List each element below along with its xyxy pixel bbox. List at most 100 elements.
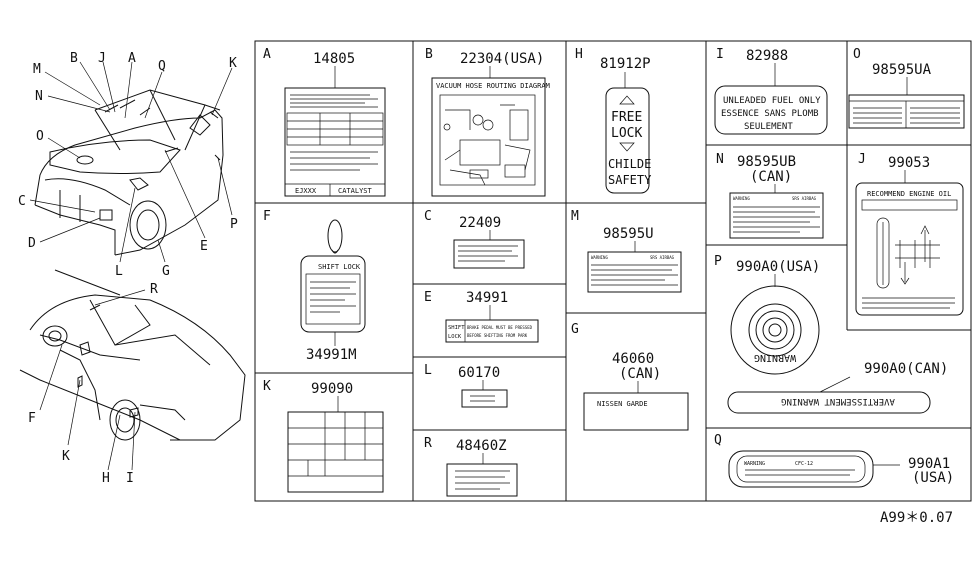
callout-H: H [102, 471, 110, 486]
callout-M: M [33, 62, 41, 77]
svg-text:81912P: 81912P [600, 56, 651, 72]
svg-text:22409: 22409 [459, 215, 501, 231]
svg-text:CFC-12: CFC-12 [795, 461, 813, 467]
svg-text:(USA): (USA) [912, 470, 954, 486]
svg-text:I: I [716, 47, 724, 62]
svg-text:990A0(USA): 990A0(USA) [736, 259, 820, 275]
svg-text:F: F [263, 209, 271, 224]
svg-text:G: G [571, 322, 579, 337]
svg-text:WARNING: WARNING [744, 461, 765, 467]
svg-text:LOCK: LOCK [448, 334, 462, 340]
svg-text:CHILDE: CHILDE [608, 157, 651, 171]
svg-text:SRS AIRBAG: SRS AIRBAG [650, 255, 675, 260]
svg-text:98595U: 98595U [603, 226, 654, 242]
callout-A: A [128, 51, 136, 66]
figure-code: A99＊0.07 [880, 510, 953, 526]
svg-text:46060: 46060 [612, 351, 654, 367]
callout-B: B [70, 51, 78, 66]
svg-text:48460Z: 48460Z [456, 438, 507, 454]
label-J: J 99053 RECOMMEND ENGINE OIL [855, 152, 964, 316]
label-C: C 22409 [424, 209, 525, 269]
svg-text:B: B [425, 47, 433, 62]
svg-text:AVERTISSEMENT WARNING: AVERTISSEMENT WARNING [781, 396, 895, 406]
label-B: B 22304(USA) VACUUM HOSE ROUTING DIAGRAM [425, 47, 550, 197]
callout-J: J [98, 51, 106, 66]
svg-text:BEFORE SHIFTING FROM PARK: BEFORE SHIFTING FROM PARK [467, 333, 528, 338]
label-N: N 98595UB (CAN) WARNING SRS AIRBAG [716, 152, 824, 239]
svg-text:82988: 82988 [746, 48, 788, 64]
svg-text:34991M: 34991M [306, 347, 357, 363]
callout-C: C [18, 194, 26, 209]
svg-text:A: A [263, 47, 271, 62]
svg-text:99053: 99053 [888, 155, 930, 171]
svg-text:RECOMMEND ENGINE OIL: RECOMMEND ENGINE OIL [867, 190, 951, 198]
car-illustration-rear [19, 269, 246, 441]
label-O: O 98595UA [848, 47, 965, 129]
callout-P: P [230, 217, 238, 232]
svg-text:98595UA: 98595UA [872, 62, 932, 78]
callout-leaders-rear [39, 289, 146, 471]
svg-text:34991: 34991 [466, 290, 508, 306]
callout-R: R [150, 282, 158, 297]
label-grid [254, 40, 972, 502]
svg-text:99090: 99090 [311, 381, 353, 397]
svg-text:SHIFT LOCK: SHIFT LOCK [318, 263, 361, 271]
svg-text:P: P [714, 254, 722, 269]
svg-text:ESSENCE SANS PLOMB: ESSENCE SANS PLOMB [721, 109, 819, 119]
svg-text:EJXXX: EJXXX [295, 187, 317, 195]
svg-text:O: O [853, 47, 861, 62]
svg-text:FREE: FREE [611, 110, 642, 125]
svg-text:WARNING: WARNING [591, 255, 608, 260]
svg-text:K: K [263, 379, 271, 394]
callout-K: K [229, 56, 237, 71]
callout-F: F [28, 411, 36, 426]
label-G: G 46060 (CAN) NISSEN GARDE [571, 322, 689, 431]
callout-I: I [126, 471, 134, 486]
label-R: R 48460Z [424, 436, 518, 497]
label-A: A 14805 EJXXX CATALYST [263, 47, 386, 197]
car-illustration-front [34, 89, 224, 256]
svg-text:Q: Q [714, 433, 722, 448]
svg-text:H: H [575, 47, 583, 62]
svg-text:(CAN): (CAN) [750, 169, 792, 185]
callout-D: D [28, 236, 36, 251]
svg-text:SEULEMENT: SEULEMENT [744, 122, 793, 132]
label-I: I 82988 UNLEADED FUEL ONLY ESSENCE SANS … [714, 47, 828, 135]
svg-text:BRAKE PEDAL MUST BE PRESSED: BRAKE PEDAL MUST BE PRESSED [467, 325, 533, 330]
svg-text:N: N [716, 152, 724, 167]
callout-L: L [115, 264, 123, 279]
label-P: P 990A0(USA) WARNING 990A0(CAN) AVERTISS… [714, 254, 948, 414]
label-L: L 60170 [424, 363, 508, 408]
svg-text:WARNING: WARNING [754, 352, 796, 363]
label-F: F SHIFT LOCK 34991M [263, 209, 366, 363]
callout-N: N [35, 89, 43, 104]
callout-K-rear: K [62, 449, 70, 464]
svg-text:WARNING: WARNING [733, 196, 750, 201]
callout-G: G [162, 264, 170, 279]
svg-text:CATALYST: CATALYST [338, 187, 373, 195]
svg-text:(CAN): (CAN) [619, 366, 661, 382]
svg-text:SAFETY: SAFETY [608, 173, 652, 187]
svg-text:E: E [424, 290, 432, 305]
callouts-rear: R F K H I [28, 282, 158, 486]
callouts-front: M B J A Q K N O C D L G E P [18, 51, 238, 279]
label-H: H 81912P FREE LOCK CHILDE SAFETY [575, 47, 652, 194]
label-K: K 99090 [263, 379, 384, 493]
svg-text:VACUUM HOSE ROUTING DIAGRAM: VACUUM HOSE ROUTING DIAGRAM [436, 82, 550, 90]
svg-text:SRS AIRBAG: SRS AIRBAG [792, 196, 817, 201]
label-Q: Q WARNING CFC-12 990A1 (USA) [714, 433, 954, 488]
svg-text:98595UB: 98595UB [737, 154, 796, 170]
label-M: M 98595U WARNING SRS AIRBAG [571, 209, 682, 293]
svg-text:L: L [424, 363, 432, 378]
svg-text:SHIFT: SHIFT [448, 325, 465, 331]
svg-text:14805: 14805 [313, 51, 355, 67]
svg-text:LOCK: LOCK [611, 126, 642, 141]
callout-Q: Q [158, 59, 166, 74]
callout-O: O [36, 129, 44, 144]
svg-text:NISSEN GARDE: NISSEN GARDE [597, 400, 648, 408]
svg-text:990A0(CAN): 990A0(CAN) [864, 361, 948, 377]
svg-text:UNLEADED FUEL ONLY: UNLEADED FUEL ONLY [723, 96, 821, 106]
svg-text:22304(USA): 22304(USA) [460, 51, 544, 67]
label-E: E 34991 SHIFT LOCK BRAKE PEDAL MUST BE P… [424, 290, 539, 343]
